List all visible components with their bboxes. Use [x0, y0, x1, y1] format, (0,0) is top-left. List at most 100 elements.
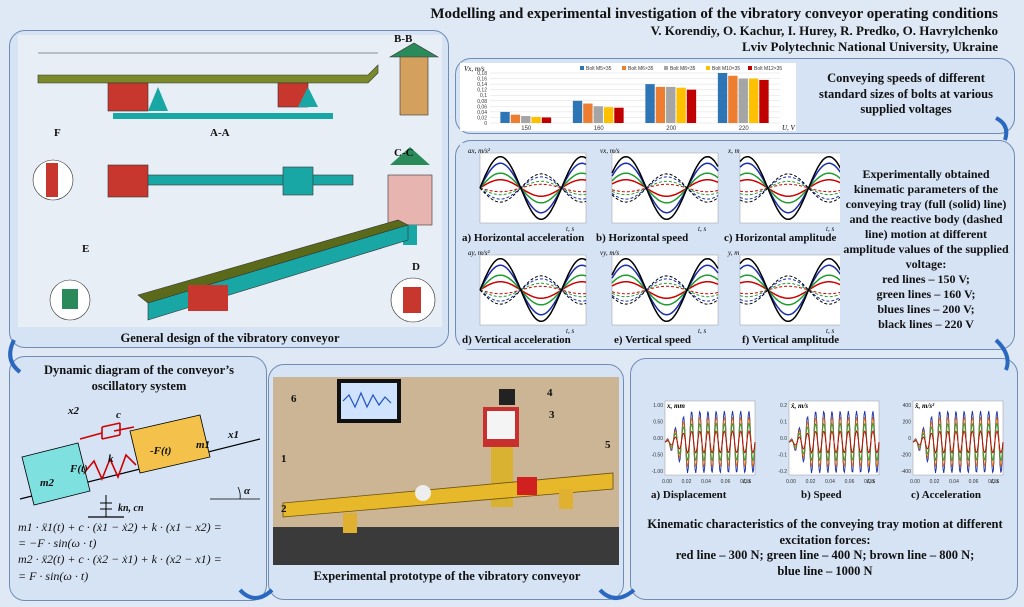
kin-series-dashed — [611, 173, 719, 203]
design-drawing-svg — [32, 42, 440, 323]
kin-series-dashed — [611, 282, 719, 298]
bar — [614, 107, 624, 123]
bar — [593, 106, 603, 123]
kin-series-dashed — [739, 278, 847, 302]
kin-series-dashed — [739, 183, 847, 193]
label-m1: m1 — [196, 439, 211, 451]
bar-ytick-label: 0,02 — [477, 115, 487, 121]
bar — [500, 111, 510, 123]
tray-ytick-label: 0.00 — [653, 436, 663, 442]
kin-series-dashed — [479, 176, 587, 200]
legend-entry: Bolt M10×35 — [712, 66, 740, 72]
kin-series-solid — [739, 264, 847, 316]
tray-ytick-label: -0.50 — [652, 453, 664, 459]
tray-xtick-label: 0.06 — [845, 479, 855, 485]
legend-swatch — [664, 66, 668, 70]
kinematics-line-2: blues lines – 200 V; — [877, 302, 975, 316]
kin-series-dashed — [479, 278, 587, 302]
bar — [583, 103, 593, 123]
label-BB: B-B — [394, 33, 413, 45]
bar — [686, 89, 697, 123]
tray-series — [664, 429, 756, 455]
kin-plot-yaxis: vy, m/s — [600, 249, 619, 257]
kin-series-dashed — [479, 282, 587, 298]
equations: m1 · ẍ1(t) + c · (ẋ1 − ẋ2) + k · (x1 − x… — [18, 519, 264, 584]
plot-label-b: b) Horizontal speed — [596, 232, 689, 244]
tray-plot-yaxis: x, mm — [666, 402, 685, 410]
kin-series-solid — [611, 179, 719, 197]
label-mF: -F(t) — [150, 445, 172, 457]
kin-plot-yaxis: ay, m/s² — [468, 249, 490, 257]
kin-plot-taxis: t, s — [826, 225, 834, 233]
bar-xtick-label: 200 — [666, 126, 677, 131]
kin-series-dashed — [739, 176, 847, 200]
tray-plot-yaxis: ẍ, m/s² — [914, 402, 935, 410]
bar-ytick-label: 0,06 — [477, 104, 487, 110]
design-drawing — [18, 35, 442, 327]
tray-ytick-label: 0.0 — [780, 436, 787, 442]
tray-xtick-label: 0.02 — [930, 479, 940, 485]
kin-series-solid — [739, 179, 847, 197]
tray-ytick-label: -1.00 — [652, 469, 664, 475]
bar-ytick-label: 0 — [484, 121, 487, 127]
kin-series-solid — [611, 162, 719, 214]
bar — [572, 100, 583, 123]
proto-label-5: 5 — [605, 439, 611, 451]
tray-xtick-label: 0.00 — [910, 479, 920, 485]
kin-series-solid — [611, 257, 719, 323]
label-F: F — [54, 127, 61, 139]
kin-series-solid — [479, 155, 587, 221]
tray-caption: Kinematic characteristics of the conveyi… — [641, 517, 1009, 580]
bar-ylabel: Vx, m/s — [464, 65, 485, 73]
kin-series-dashed — [479, 173, 587, 203]
tray-xtick-label: 0.08 — [740, 479, 750, 485]
tray-ytick-label: -400 — [901, 469, 911, 475]
label-D: D — [412, 261, 420, 273]
kin-series-solid — [739, 162, 847, 214]
kinematics-line-1: green lines – 160 V; — [876, 287, 976, 301]
legend-entry: Bolt M5×35 — [586, 66, 612, 72]
tray-xtick-label: 0.04 — [949, 479, 959, 485]
bar-xtick-label: 160 — [594, 126, 605, 131]
legend-swatch — [580, 66, 584, 70]
bar-ytick-label: 0,04 — [477, 110, 487, 116]
tray-ytick-label: -200 — [901, 453, 911, 459]
legend-swatch — [706, 66, 710, 70]
plot-label-a: a) Horizontal acceleration — [462, 232, 585, 244]
legend-entry: Bolt M12×35 — [754, 66, 782, 72]
kin-plot-taxis: t, s — [826, 327, 834, 335]
kin-plot-yaxis: vx, m/s — [600, 147, 620, 155]
bar-xtick-label: 150 — [521, 126, 532, 131]
label-alpha: α — [244, 485, 251, 497]
label-F: F(t) — [70, 463, 88, 475]
kin-plot-taxis: t, s — [698, 225, 706, 233]
kin-series-solid — [479, 172, 587, 204]
bar — [666, 86, 676, 123]
kin-series-dashed — [611, 183, 719, 193]
kin-plot-frame — [479, 254, 587, 326]
bar-xlabel: U, V — [782, 124, 796, 131]
bar — [541, 117, 552, 123]
bar — [748, 78, 759, 123]
legend-entry: Bolt M8×35 — [670, 66, 696, 72]
tray-plot-taxis: t, s — [743, 477, 751, 485]
dynamic-caption: Dynamic diagram of the conveyor’s oscill… — [43, 363, 234, 393]
kin-series-solid — [739, 281, 847, 299]
tray-plot-yaxis: ẋ, m/s — [790, 402, 808, 410]
tray-xtick-label: 0.08 — [988, 479, 998, 485]
legend-swatch — [748, 66, 752, 70]
kin-series-solid — [611, 264, 719, 316]
label-m2: m2 — [40, 477, 55, 489]
poster-university: Lviv Polytechnic National University, Uk… — [741, 39, 998, 54]
tray-xtick-label: 0.02 — [682, 479, 692, 485]
bar — [759, 79, 769, 123]
dynamic-diagram — [19, 414, 261, 518]
tray-label-a: a) Displacement — [651, 489, 727, 501]
tray-xtick-label: 0.06 — [969, 479, 979, 485]
kin-series-solid — [611, 281, 719, 299]
bar-xtick-label: 220 — [739, 126, 750, 131]
kinematics-caption: Experimentally obtained kinematic parame… — [840, 167, 1012, 332]
tray-legend-1: red line – 300 N; green line – 400 N; br… — [675, 548, 975, 563]
